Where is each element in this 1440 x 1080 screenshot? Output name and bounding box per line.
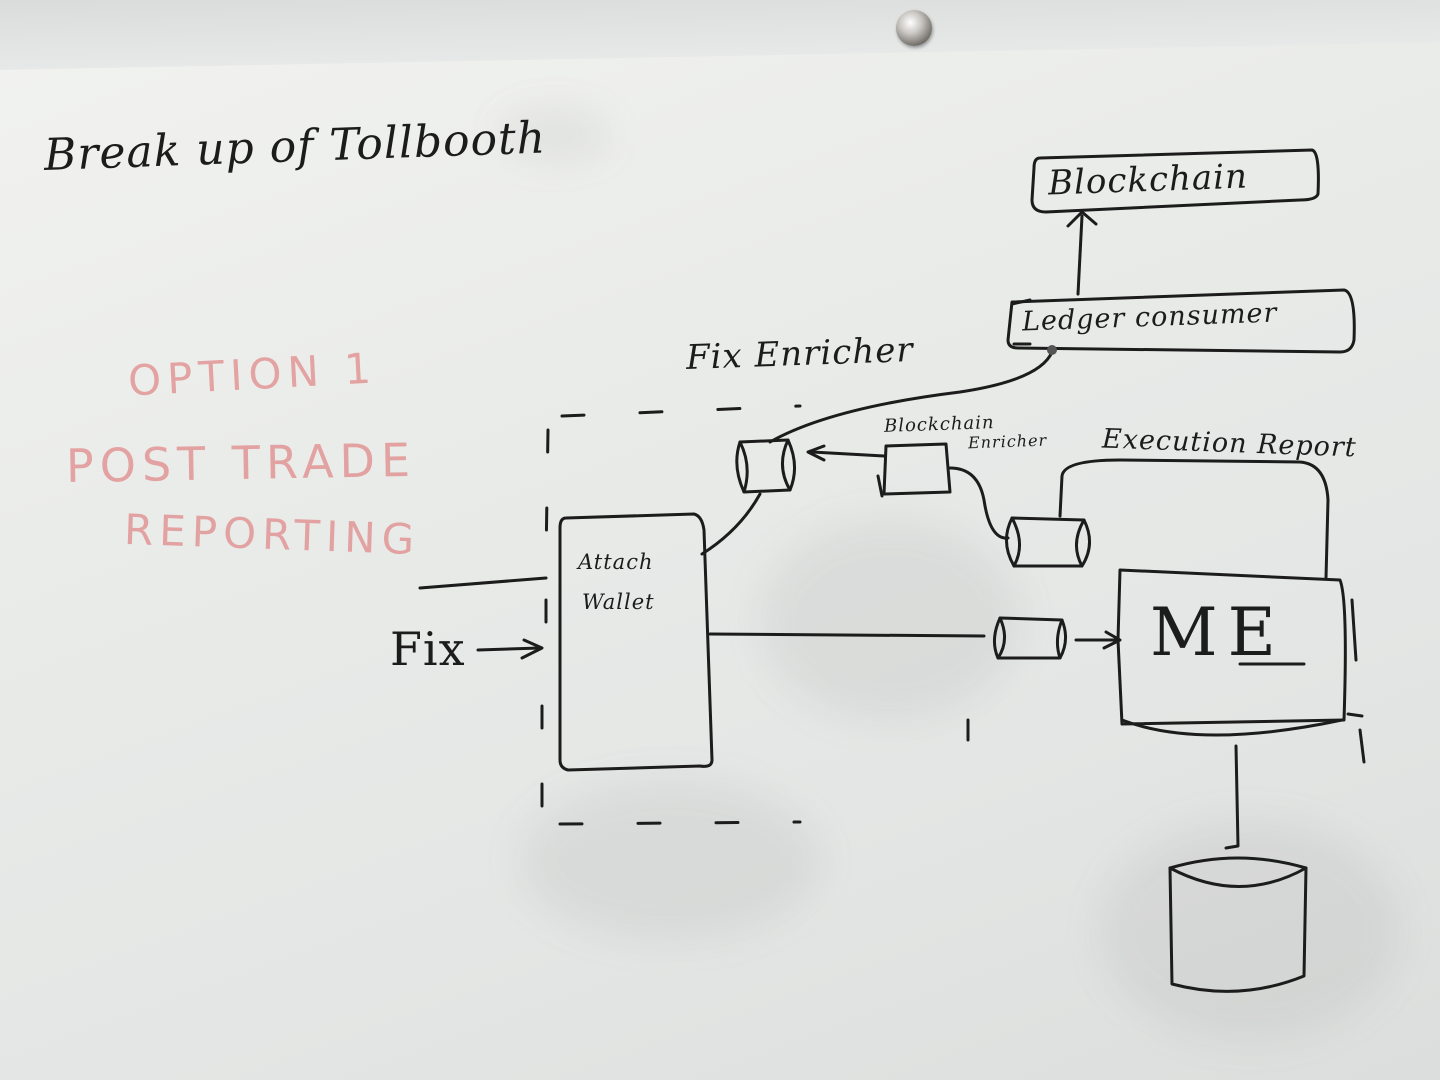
me-bottom-curve: [1120, 718, 1344, 737]
arrowhead-blockchain: [1066, 210, 1098, 228]
storage-cylinder: [1168, 866, 1308, 993]
blockchain-enricher-stub: [876, 474, 884, 498]
fix-input-label: Fix: [390, 622, 466, 676]
ledger-consumer-box: [1006, 288, 1356, 354]
fix-arrowhead: [520, 638, 544, 660]
attach-label: Attach: [578, 550, 654, 574]
blockchain-enricher-label-2: Enricher: [967, 430, 1048, 453]
fix-enricher-queue-cap: [738, 438, 792, 494]
smudge: [760, 520, 1020, 720]
magnet-pin: [896, 10, 932, 46]
arrow-enricher-to-queue: [810, 450, 886, 458]
tollbooth-boundary: [540, 404, 970, 826]
me-box-edge: [1346, 598, 1366, 764]
wire-me-to-storage: [1224, 744, 1240, 850]
post-trade-label: POST TRADE: [65, 432, 417, 494]
fix-arrow: [476, 646, 542, 652]
smudge: [520, 780, 820, 940]
wire-fix-in-out: [418, 576, 548, 590]
arrowhead-queue: [806, 444, 826, 462]
me-input-queue-cap: [996, 616, 1064, 660]
wire-enricher-to-exec-queue: [948, 466, 1010, 540]
blockchain-box: [1030, 148, 1320, 214]
arrowhead-me: [1102, 630, 1122, 650]
execution-report-queue-cap: [1010, 516, 1086, 568]
ledger-consumer-stub: [1010, 298, 1032, 346]
wire-ledger-to-fix-enricher: [768, 350, 1054, 444]
smudge: [1100, 820, 1400, 1040]
wire-joint: [1047, 345, 1057, 355]
wire-wallet-to-me-queue: [708, 632, 986, 638]
me-label: ME: [1150, 594, 1286, 671]
smudge: [500, 110, 610, 160]
reporting-label: REPORTING: [123, 504, 422, 565]
arrow-ledger-to-blockchain: [1076, 214, 1084, 296]
blockchain-enricher-box: [882, 442, 952, 496]
wire-execution-report: [1058, 458, 1330, 580]
me-box: [1116, 568, 1347, 726]
fix-enricher-label: Fix Enricher: [685, 330, 915, 378]
attach-wallet-box: [558, 512, 714, 772]
storage-cylinder-top: [1168, 856, 1308, 870]
blockchain-label: Blockchain: [1047, 156, 1249, 204]
wire-wallet-to-fix-enricher: [700, 492, 762, 556]
wallet-label: Wallet: [582, 590, 655, 614]
